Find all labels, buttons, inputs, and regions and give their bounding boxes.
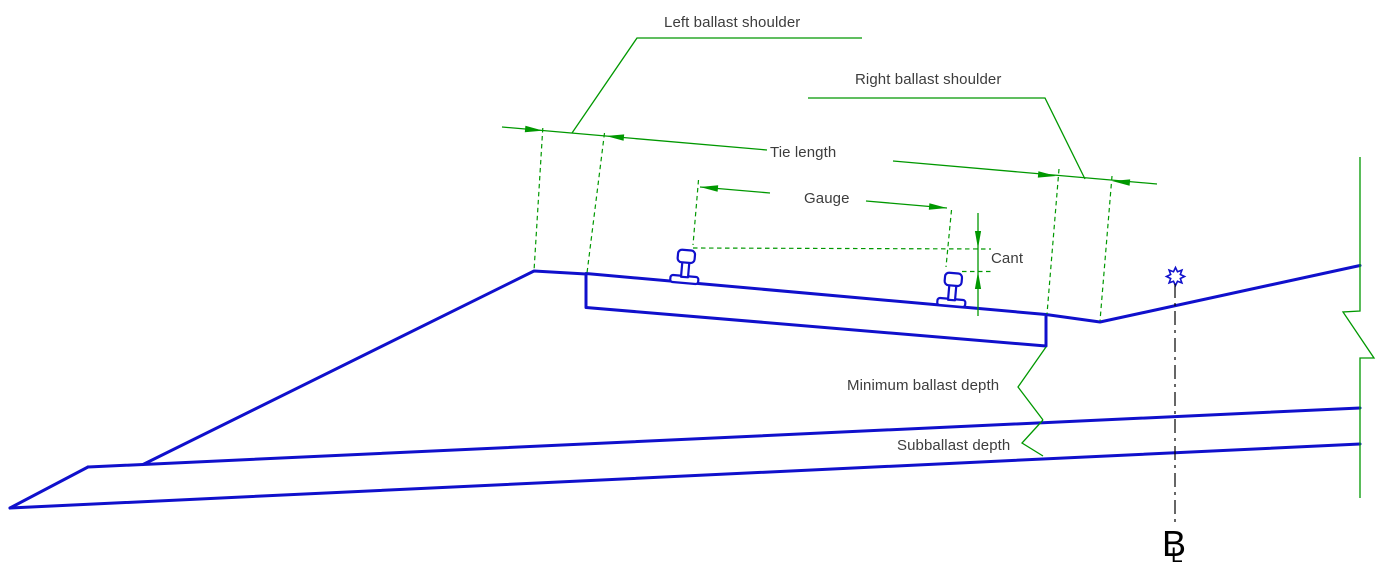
extension-gauge-left xyxy=(692,179,700,246)
arrow-right-icon xyxy=(524,125,543,133)
left-ballast-slope xyxy=(141,269,588,466)
survey-marker-icon xyxy=(1164,265,1187,288)
left-rail-web xyxy=(679,260,691,279)
minimum-ballast-depth-label: Minimum ballast depth xyxy=(847,377,1000,394)
ballast-embankment xyxy=(141,264,1362,466)
arrow-up-icon xyxy=(974,271,982,289)
arrow-right-icon xyxy=(1037,171,1056,178)
right-rail xyxy=(936,271,967,309)
tie-length-label: Tie length xyxy=(770,144,837,161)
gauge-label: Gauge xyxy=(804,190,850,207)
cant-label: Cant xyxy=(991,250,1024,267)
arrow-right-icon xyxy=(928,203,947,210)
gauge-dimension xyxy=(699,185,948,210)
extension-tie-right xyxy=(1046,168,1060,315)
left-ballast-shoulder-label: Left ballast shoulder xyxy=(664,14,801,31)
right-ballast-shoulder-label: Right ballast shoulder xyxy=(855,71,1002,88)
baseline-marker-letter-l: L xyxy=(1171,544,1183,567)
right-rail-head xyxy=(943,271,964,288)
right-ground-surface xyxy=(1044,264,1362,324)
arrow-left-icon xyxy=(700,185,719,192)
left-rail xyxy=(669,248,700,286)
subballast-depth-label: Subballast depth xyxy=(897,437,1011,454)
extension-tie-left xyxy=(586,132,606,274)
cant-dimension xyxy=(974,213,982,316)
min-ballast-depth-leader xyxy=(1017,346,1047,421)
left-shoulder-leader xyxy=(571,37,862,134)
tie-length-dimension xyxy=(501,125,1158,186)
arrow-left-icon xyxy=(606,134,625,141)
subballast-depth-leader xyxy=(1020,419,1044,457)
right-shoulder-leader xyxy=(808,97,1086,180)
arrow-down-icon xyxy=(974,231,982,249)
extension-lines xyxy=(533,127,1113,322)
subballast-bottom-line xyxy=(8,442,1362,510)
dimension-line-left-part xyxy=(501,126,768,151)
left-rail-head xyxy=(676,248,697,265)
extension-right-shoulder xyxy=(1099,175,1113,322)
subballast-layer xyxy=(8,406,1362,510)
section-break-icon xyxy=(1341,157,1376,498)
left-rail-top-reference xyxy=(692,247,992,250)
extension-crest xyxy=(533,127,544,272)
tie xyxy=(584,272,1048,348)
leaders xyxy=(571,37,1086,457)
dimension-line-right-part xyxy=(892,160,1158,185)
arrow-left-icon xyxy=(1112,179,1131,186)
baseline-marker-letter-b: B xyxy=(1162,523,1187,564)
right-rail-web xyxy=(946,283,958,302)
extension-gauge-right xyxy=(945,209,953,268)
ballast-bottom-line xyxy=(86,406,1362,469)
subballast-left-slope xyxy=(8,465,90,510)
